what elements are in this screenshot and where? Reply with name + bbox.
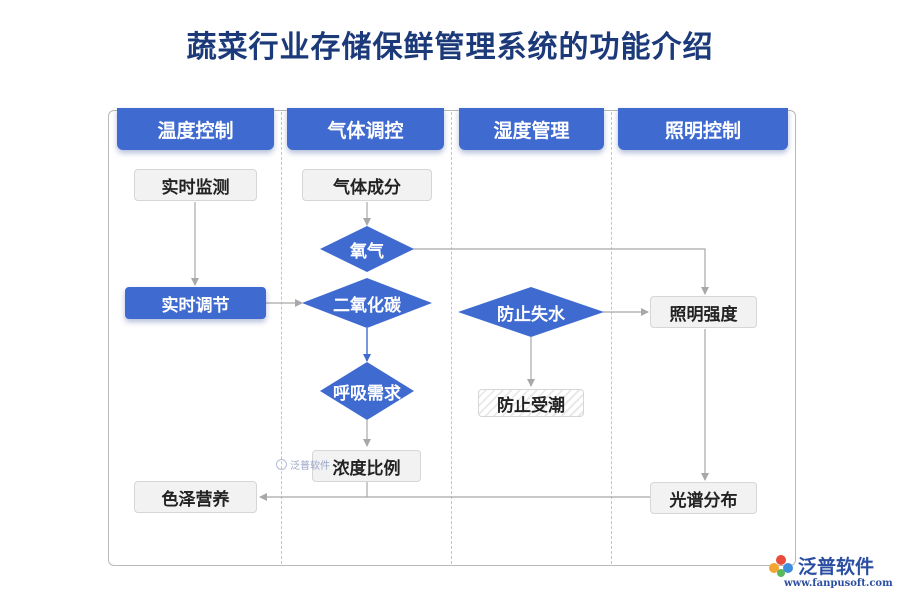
diamond-respiration <box>320 362 414 420</box>
label-co2: 二氧化碳 <box>333 295 401 316</box>
lane-header-temperature: 温度控制 <box>117 108 274 150</box>
connector-oxygen-light <box>412 248 709 295</box>
node-prevent-moisture: 防止受潮 <box>478 389 584 417</box>
brand-name: 泛普软件 <box>798 556 875 578</box>
node-concentration-ratio: 浓度比例 <box>312 450 421 482</box>
node-spectrum: 光谱分布 <box>650 482 757 514</box>
node-color-nutrition: 色泽营养 <box>134 481 257 513</box>
node-realtime-monitor: 实时监测 <box>134 169 257 201</box>
brand-logo: 泛普软件 <box>768 552 874 579</box>
lane-header-lighting: 照明控制 <box>618 108 788 150</box>
label-respiration: 呼吸需求 <box>333 383 401 404</box>
watermark-text: 泛普软件 <box>290 461 330 472</box>
diagram-frame <box>108 110 796 566</box>
diamond-co2 <box>302 278 432 328</box>
node-gas-composition: 气体成分 <box>302 169 432 201</box>
lane-divider <box>611 112 612 564</box>
lane-divider <box>451 112 452 564</box>
brand-url: www.fanpusoft.com <box>784 578 893 589</box>
diamond-prevent-water-loss <box>458 287 604 337</box>
label-prevent-water-loss: 防止失水 <box>497 304 565 325</box>
lane-header-gas: 气体调控 <box>287 108 444 150</box>
diamond-oxygen <box>320 226 414 272</box>
lane-divider <box>281 112 282 564</box>
lane-header-humidity: 湿度管理 <box>459 108 604 150</box>
node-realtime-adjust: 实时调节 <box>125 287 266 319</box>
watermark-logo-icon <box>276 459 287 470</box>
page-title: 蔬菜行业存储保鲜管理系统的功能介绍 <box>186 30 714 65</box>
brand-flower-icon <box>769 554 793 577</box>
watermark: 泛普软件 <box>276 457 330 472</box>
node-light-intensity: 照明强度 <box>650 296 757 328</box>
label-oxygen: 氧气 <box>350 241 384 262</box>
